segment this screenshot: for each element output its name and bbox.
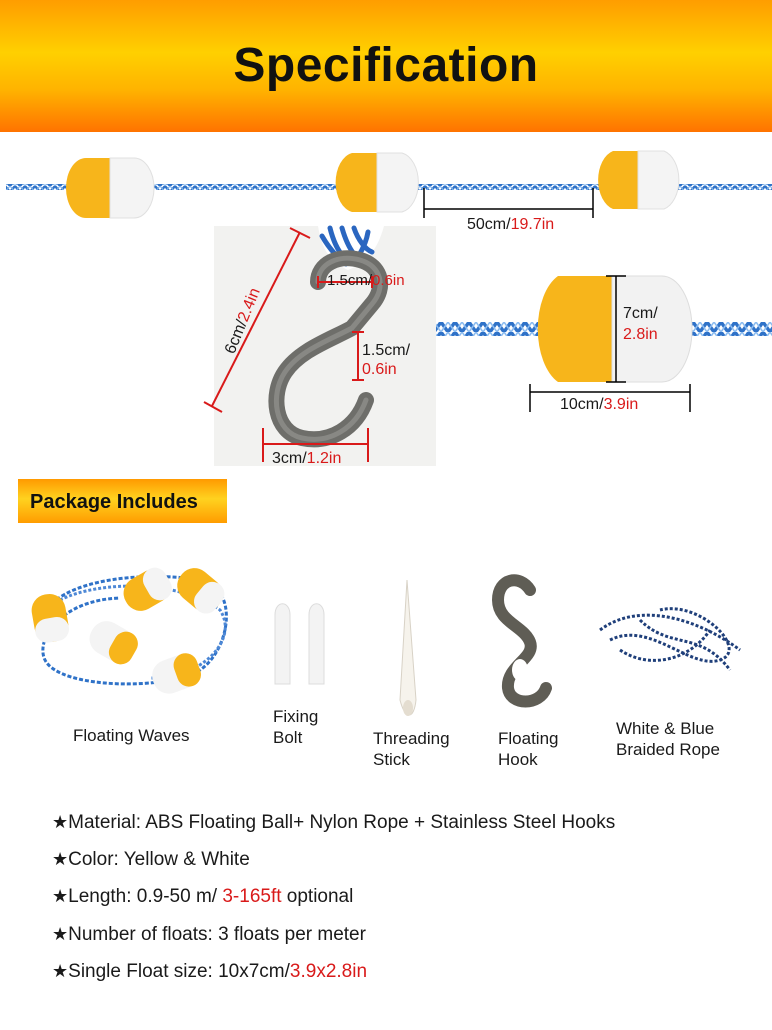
hook-gap-cm: 1.5cm/ <box>362 342 411 359</box>
hook-dimensions <box>203 227 373 462</box>
float-length-in: 3.9in <box>603 396 639 413</box>
spec-text: Material: ABS Floating Ball+ Nylon Rope … <box>68 812 616 833</box>
item-fixing-bolt: Fixing Bolt <box>273 706 318 748</box>
float-diameter-cm: 7cm/ <box>623 305 658 322</box>
spec-size: ★Single Float size: 10x7cm/3.9x2.8in <box>52 961 367 983</box>
floating-hook-image <box>491 574 552 708</box>
spacing-cm: 50cm/ <box>467 216 511 233</box>
float-length-cm: 10cm/ <box>560 396 604 413</box>
star-icon: ★ <box>52 849 69 869</box>
float-diameter-label: 7cm/ 2.8in <box>623 303 658 345</box>
item-label: Threading <box>373 729 450 748</box>
hook-gap-label: 1.5cm/ 0.6in <box>362 341 410 379</box>
star-icon: ★ <box>52 812 69 832</box>
page-title: Specification <box>233 39 539 92</box>
spec-floats: ★Number of floats: 3 floats per meter <box>52 924 366 946</box>
hook-gap-in: 0.6in <box>362 361 397 378</box>
spec-color: ★Color: Yellow & White <box>52 849 250 871</box>
threading-stick-image <box>399 579 417 716</box>
spec-text: optional <box>281 886 354 907</box>
hook-eye-cm: 1.5cm/ <box>327 272 373 289</box>
big-float <box>537 275 693 383</box>
spacing-dimension <box>423 188 594 218</box>
star-icon: ★ <box>52 961 69 981</box>
hook-eye-label: 1.5cm/0.6in <box>327 272 405 289</box>
item-threading-stick: Threading Stick <box>373 728 450 770</box>
braided-rope-image <box>599 607 741 671</box>
spacing-in: 19.7in <box>510 216 555 233</box>
spec-text: Color: Yellow & White <box>68 849 250 870</box>
spec-diagram <box>6 150 772 466</box>
float-length-label: 10cm/3.9in <box>560 396 638 414</box>
hook-width-in: 1.2in <box>306 450 342 467</box>
floating-waves-image <box>31 567 228 694</box>
float-1 <box>66 157 155 219</box>
item-braided-rope: White & Blue Braided Rope <box>616 718 720 760</box>
spacing-label: 50cm/19.7in <box>467 216 554 234</box>
item-label: Floating Waves <box>73 726 190 745</box>
item-label: Hook <box>498 750 538 769</box>
hook-icon <box>268 250 388 448</box>
item-label: Stick <box>373 750 410 769</box>
hook-eye-in: 0.6in <box>372 272 405 289</box>
item-label: White & Blue <box>616 719 715 738</box>
item-floating-hook: Floating Hook <box>498 728 558 770</box>
item-label: Braided Rope <box>616 740 720 759</box>
item-label: Fixing <box>273 707 319 726</box>
spec-text: Number of floats: 3 floats per meter <box>68 924 366 945</box>
spec-length: ★Length: 0.9-50 m/ 3-165ft optional <box>52 886 353 908</box>
star-icon: ★ <box>52 886 69 906</box>
spec-material: ★Material: ABS Floating Ball+ Nylon Rope… <box>52 812 615 834</box>
header-banner <box>0 0 772 132</box>
big-float-dimensions <box>529 275 691 412</box>
item-floating-waves: Floating Waves <box>73 725 190 746</box>
package-items-graphics <box>31 567 741 716</box>
spec-text: Length: 0.9-50 m/ <box>68 886 223 907</box>
spec-text: Single Float size: 10x7cm/ <box>68 961 290 982</box>
hook-width-label: 3cm/1.2in <box>272 450 341 468</box>
spec-highlight: 3-165ft <box>222 886 282 907</box>
item-label: Bolt <box>273 728 303 747</box>
item-label: Floating <box>498 729 559 748</box>
fixing-bolt-image <box>274 603 325 685</box>
float-2 <box>335 152 419 213</box>
spec-highlight: 3.9x2.8in <box>289 961 368 982</box>
star-icon: ★ <box>52 924 69 944</box>
float-3 <box>598 150 680 210</box>
package-includes-badge: Package Includes <box>18 479 227 523</box>
hook-width-cm: 3cm/ <box>272 450 307 467</box>
float-diameter-in: 2.8in <box>623 326 658 343</box>
